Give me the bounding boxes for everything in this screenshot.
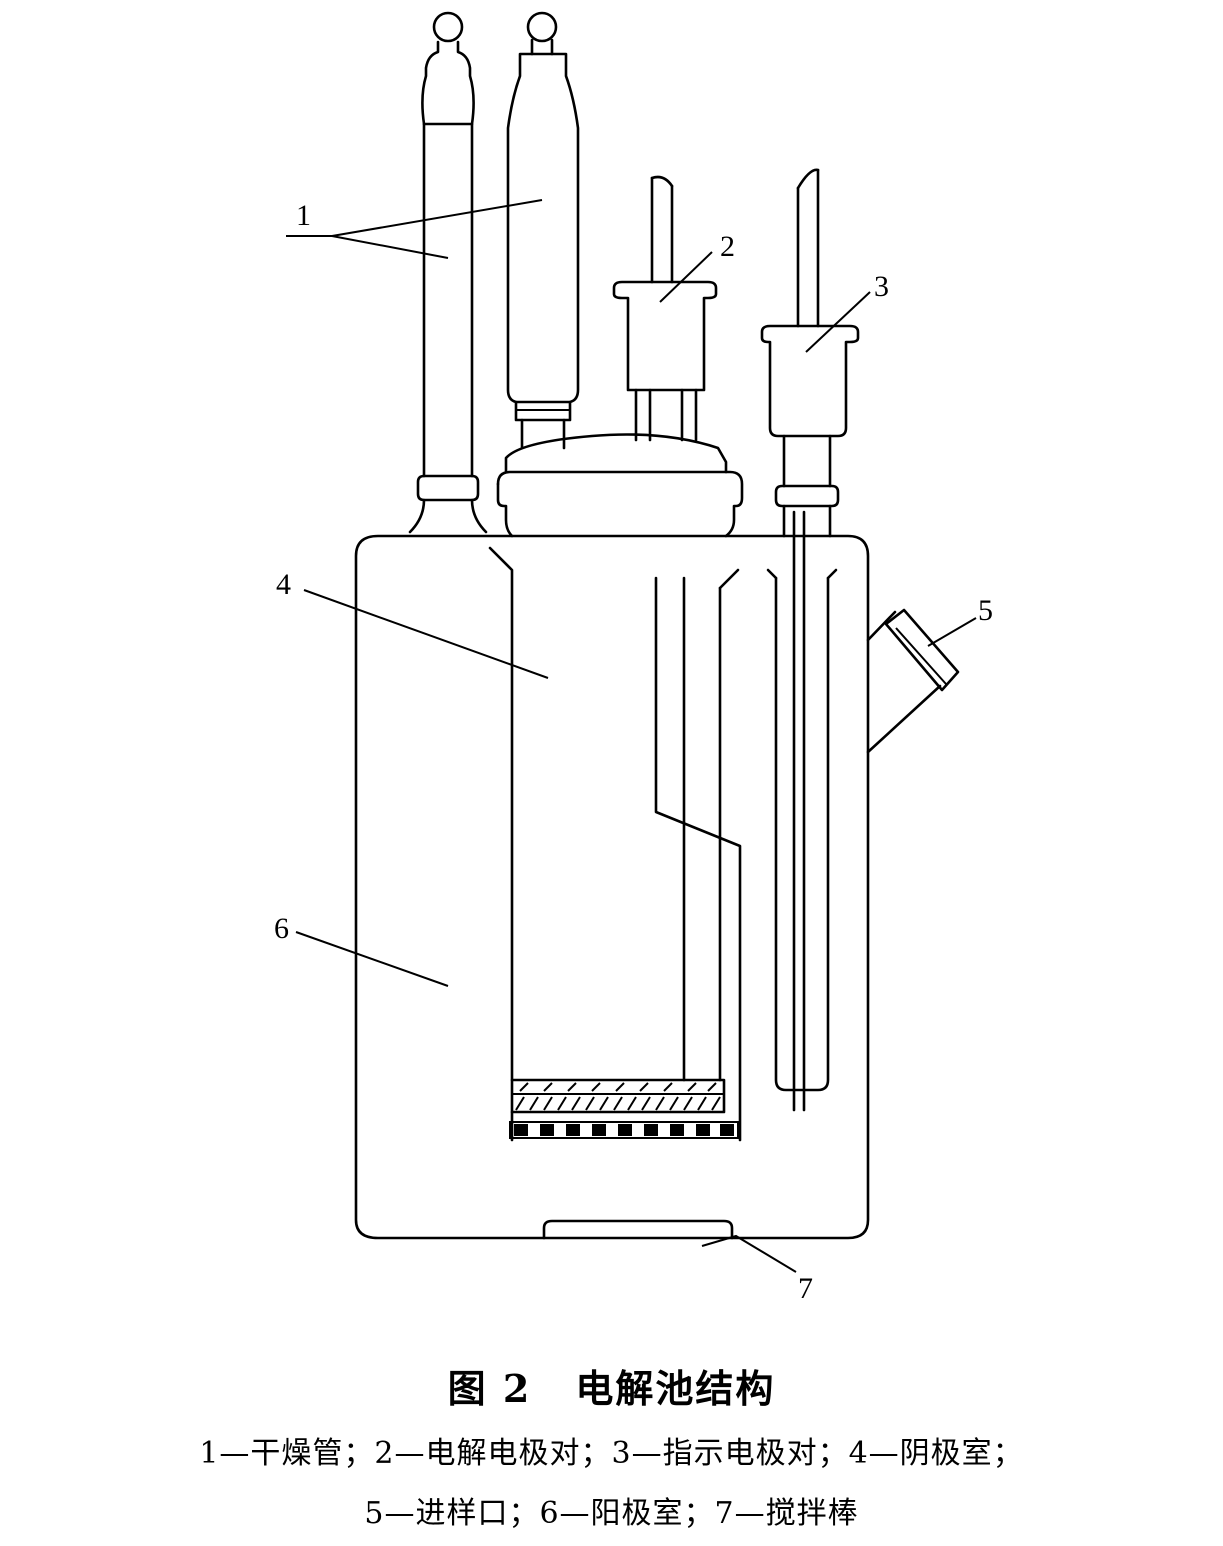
leader-2 — [659, 251, 713, 303]
electrolysis-electrode-pair — [612, 175, 718, 442]
drying-tube-center — [506, 11, 580, 450]
drying-tube-left — [408, 11, 488, 534]
callout-5-label: 5 — [978, 594, 993, 627]
leader-3 — [805, 291, 871, 353]
cathode-chamber — [488, 546, 742, 1142]
membrane-frit — [509, 1082, 739, 1139]
callout-7-label: 7 — [798, 1272, 813, 1305]
figure-number: 图 2 — [447, 1366, 532, 1411]
legend-line-2: 5—进样口；6—阳极室；7—搅拌棒 — [364, 1496, 859, 1531]
leader-4 — [303, 589, 549, 679]
stir-bar — [542, 1219, 734, 1240]
leader-1 — [286, 199, 543, 259]
central-stopper — [496, 433, 744, 538]
sample-inlet — [866, 608, 960, 754]
leader-7 — [701, 1234, 797, 1273]
callout-4-label: 4 — [276, 568, 291, 601]
callout-1-label: 1 — [296, 199, 311, 232]
callout-6-label: 6 — [274, 912, 289, 945]
legend-line-1: 1—干燥管；2—电解电极对；3—指示电极对；4—阴极室； — [199, 1436, 1024, 1471]
figure-title: 电解池结构 — [575, 1366, 776, 1411]
electrolytic-cell-diagram: 1 2 3 4 5 6 7 — [274, 11, 993, 1305]
leader-6 — [295, 931, 449, 987]
callout-2-label: 2 — [720, 230, 735, 263]
indicator-electrode-pair — [760, 168, 860, 1112]
leader-5 — [927, 617, 977, 647]
callout-3-label: 3 — [874, 270, 889, 303]
figure-caption-title: 图 2 电解池结构 — [0, 1358, 1223, 1413]
cell-body — [354, 534, 870, 1240]
leader-lines — [286, 199, 977, 1273]
